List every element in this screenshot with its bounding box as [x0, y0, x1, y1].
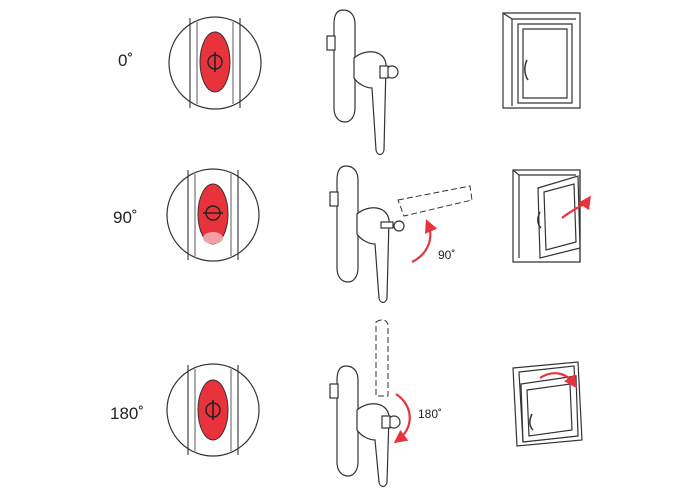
rotation-label-90: 90˚	[438, 248, 455, 262]
lock-indicator-icon	[166, 363, 260, 457]
row-180-degrees: 180˚ 180˚	[110, 319, 583, 488]
window-handle-icon	[329, 165, 473, 304]
row-0-degrees: 0˚	[118, 9, 581, 156]
rotation-arrow-icon	[539, 372, 577, 389]
key-cylinder-icon	[380, 220, 405, 232]
rotation-arrow-icon	[561, 195, 591, 219]
rotation-arrow-icon	[393, 393, 411, 444]
lock-indicator-icon	[168, 16, 262, 110]
angle-label-90: 90˚	[113, 208, 138, 227]
angle-label-0: 0˚	[118, 51, 133, 70]
window-frame-icon	[502, 12, 581, 109]
window-handle-icon	[326, 9, 399, 156]
window-frame-icon	[512, 169, 581, 263]
key-cylinder-icon	[381, 415, 401, 429]
lock-indicator-icon	[166, 168, 260, 262]
rotation-arrow-icon	[411, 219, 438, 263]
row-90-degrees: 90˚ 90˚	[113, 165, 591, 304]
angle-label-180: 180˚	[110, 404, 144, 423]
window-frame-icon	[512, 361, 583, 447]
rotation-label-180: 180˚	[418, 407, 442, 421]
window-handle-icon	[329, 319, 401, 488]
key-cylinder-icon	[379, 65, 399, 79]
